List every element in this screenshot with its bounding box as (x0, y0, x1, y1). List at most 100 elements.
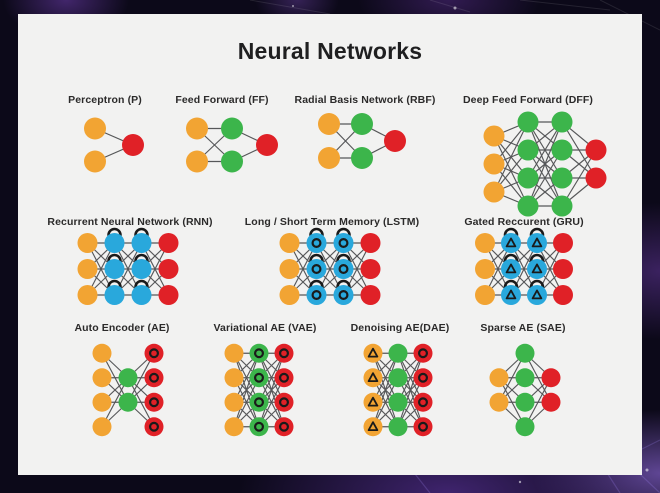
blue-node (527, 285, 547, 305)
blue-node (333, 259, 354, 279)
network-diagram-dae (363, 343, 433, 437)
nodes (318, 113, 406, 169)
yellow-node (475, 259, 495, 279)
red-node (413, 417, 433, 437)
green-node (388, 417, 408, 437)
blue-node (501, 233, 521, 253)
yellow-node (475, 233, 495, 253)
network-label-p: Perceptron (P) (68, 94, 142, 106)
red-node (413, 368, 433, 388)
network-diagram-p (84, 117, 144, 173)
green-node (551, 167, 573, 189)
blue-node (501, 259, 521, 279)
red-node (122, 134, 144, 156)
green-node (517, 167, 539, 189)
network-label-vae: Variational AE (VAE) (213, 322, 317, 334)
green-node (551, 111, 573, 133)
red-node (144, 417, 164, 437)
yellow-node (483, 153, 505, 175)
yellow-node (186, 150, 208, 173)
network-diagram-vae (224, 343, 294, 437)
yellow-node (483, 125, 505, 147)
nodes (475, 227, 573, 305)
network-diagram-ff (186, 117, 278, 173)
green-node (118, 392, 138, 412)
blue-node (131, 259, 152, 279)
green-node (351, 147, 373, 169)
green-node (515, 417, 535, 437)
green-node (118, 368, 138, 388)
red-node (158, 259, 179, 279)
network-label-rbf: Radial Basis Network (RBF) (294, 94, 436, 106)
nodes (224, 343, 294, 437)
network-diagram-lstm (279, 227, 381, 305)
red-node (144, 368, 164, 388)
red-node (274, 392, 294, 412)
yellow-node (77, 233, 98, 253)
blue-node (527, 233, 547, 253)
yellow-node (363, 417, 383, 437)
nodes (489, 343, 561, 437)
blue-node (306, 233, 327, 253)
yellow-node (279, 259, 300, 279)
red-node (553, 233, 573, 253)
red-node (384, 130, 406, 152)
green-node (515, 368, 535, 388)
green-node (388, 392, 408, 412)
red-node (274, 343, 294, 363)
red-node (144, 392, 164, 412)
red-node (144, 343, 164, 363)
network-label-gru: Gated Reccurent (GRU) (464, 216, 584, 228)
green-node (249, 343, 269, 363)
red-node (158, 285, 179, 305)
blue-node (333, 233, 354, 253)
red-node (256, 134, 278, 156)
infographic-card: Neural Networks Perceptron (P)Feed Forwa… (18, 14, 642, 475)
red-node (274, 368, 294, 388)
red-node (585, 139, 607, 161)
yellow-node (363, 368, 383, 388)
green-node (221, 117, 243, 140)
red-node (541, 392, 561, 412)
network-label-dff: Deep Feed Forward (DFF) (462, 94, 594, 106)
edges (233, 352, 285, 428)
edges (372, 352, 424, 428)
network-label-ae: Auto Encoder (AE) (74, 322, 170, 334)
yellow-node (186, 117, 208, 140)
edges (288, 242, 372, 296)
blue-node (104, 285, 125, 305)
edges (101, 352, 155, 428)
yellow-node (363, 343, 383, 363)
green-node (249, 368, 269, 388)
yellow-node (84, 117, 106, 140)
yellow-node (279, 285, 300, 305)
green-node (388, 343, 408, 363)
yellow-node (475, 285, 495, 305)
red-node (360, 259, 381, 279)
blue-node (104, 233, 125, 253)
yellow-node (92, 343, 112, 363)
nodes (77, 227, 179, 305)
red-node (553, 285, 573, 305)
green-node (249, 417, 269, 437)
blue-node (306, 285, 327, 305)
red-node (413, 392, 433, 412)
edges (498, 352, 552, 428)
nodes (363, 343, 433, 437)
red-node (274, 417, 294, 437)
network-diagram-gru (475, 227, 573, 305)
yellow-node (84, 150, 106, 173)
green-node (388, 368, 408, 388)
network-diagram-dff (483, 111, 607, 217)
yellow-node (318, 147, 340, 169)
yellow-node (92, 368, 112, 388)
nodes (186, 117, 278, 173)
yellow-node (77, 285, 98, 305)
network-diagram-ae (92, 343, 164, 437)
yellow-node (483, 181, 505, 203)
nodes (84, 117, 144, 173)
network-label-dae: Denoising AE(DAE) (350, 322, 450, 334)
yellow-node (92, 392, 112, 412)
nodes (279, 227, 381, 305)
yellow-node (224, 343, 244, 363)
